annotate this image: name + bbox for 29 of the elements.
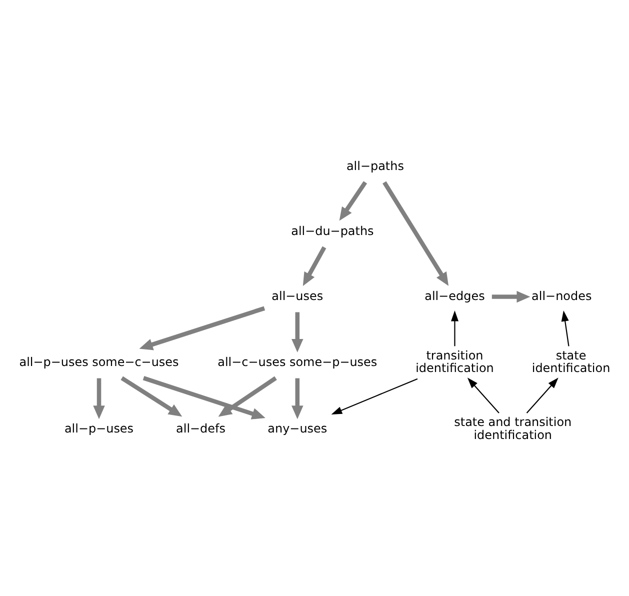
arrow <box>93 378 105 419</box>
arrow <box>492 290 530 302</box>
node-text: state and transition identification <box>454 414 572 442</box>
arrow <box>139 306 266 350</box>
node-text: all−p−uses <box>64 420 134 435</box>
node-text: state identification <box>532 348 610 375</box>
node-text: all−edges <box>424 288 485 302</box>
arrow <box>302 246 326 286</box>
node-text: all−nodes <box>532 288 592 302</box>
node-text: transition identification <box>416 348 494 375</box>
arrow <box>292 378 304 419</box>
arrow <box>561 310 570 346</box>
node-text: all−du−paths <box>291 223 374 238</box>
arrow <box>467 377 500 413</box>
arrow <box>450 310 459 346</box>
node-text: all−uses <box>272 288 324 302</box>
arrow <box>142 376 266 419</box>
node-text: all−c−uses some−p−uses <box>218 354 378 368</box>
node-text: all−defs <box>176 420 226 435</box>
arrow <box>339 180 368 220</box>
node-text: any−uses <box>268 420 328 435</box>
arrow <box>331 378 418 414</box>
arrow <box>292 312 304 352</box>
arrow <box>382 180 449 286</box>
node-text: all−p−uses some−c−uses <box>19 354 179 368</box>
arrow <box>526 377 558 413</box>
node-text: all−paths <box>346 158 404 172</box>
arrow <box>120 376 182 416</box>
arrow <box>218 376 277 416</box>
